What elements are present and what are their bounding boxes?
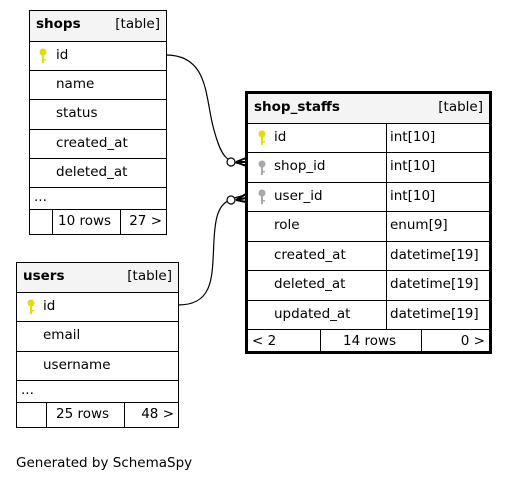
shop-id-optional-marker <box>226 157 236 167</box>
shops-column-row[interactable]: deleted_at <box>30 158 166 187</box>
users-ellipsis: ... <box>21 382 34 398</box>
users-column-username: username <box>43 357 111 373</box>
shops-more-columns[interactable]: ... <box>30 187 166 209</box>
shop-staffs-column-created-at-type: datetime[19] <box>390 247 479 263</box>
users-table[interactable]: users [table] id email username ... 25 r… <box>16 262 179 428</box>
shop-staffs-table[interactable]: shop_staffs [table] id int[10] shop_id i… <box>245 91 492 354</box>
shop-staffs-column-row[interactable]: updated_at datetime[19] <box>248 300 489 329</box>
shop-staffs-column-row[interactable]: deleted_at datetime[19] <box>248 270 489 300</box>
shops-column-status: status <box>56 105 98 121</box>
shop-staffs-column-shop-id-type: int[10] <box>390 158 436 174</box>
shops-column-row[interactable]: name <box>30 70 166 99</box>
users-table-name: users <box>23 268 65 284</box>
column-type-divider <box>386 124 387 152</box>
users-table-kind: [table] <box>127 268 172 284</box>
shops-table[interactable]: shops [table] id name status created_at … <box>29 10 167 235</box>
users-table-footer: 25 rows 48 > <box>17 402 178 427</box>
user-id-optional-marker <box>226 195 236 205</box>
shop-staffs-column-updated-at-type: datetime[19] <box>390 306 479 322</box>
column-type-divider <box>386 301 387 329</box>
shop-staffs-children-link[interactable]: 0 > <box>460 333 485 349</box>
shops-column-deleted-at: deleted_at <box>56 164 128 180</box>
shop-staffs-column-shop-id: shop_id <box>274 158 326 174</box>
users-column-email: email <box>43 327 81 343</box>
shops-column-row[interactable]: created_at <box>30 129 166 158</box>
user-id-crowfoot-marker <box>235 193 247 203</box>
shops-row-count: 10 rows <box>58 213 112 229</box>
column-type-divider <box>386 153 387 182</box>
shop-staffs-column-updated-at: updated_at <box>274 306 351 322</box>
column-type-divider <box>386 183 387 211</box>
shop-staffs-parents-link[interactable]: < 2 <box>252 333 277 349</box>
shops-table-footer: 10 rows 27 > <box>30 209 166 234</box>
shops-table-kind: [table] <box>115 16 160 32</box>
shop-staffs-column-user-id: user_id <box>274 188 323 204</box>
shops-to-shop-staffs-line <box>165 54 247 166</box>
shop-staffs-table-name: shop_staffs <box>254 99 340 115</box>
shops-table-header[interactable]: shops [table] <box>30 11 166 41</box>
users-column-id: id <box>43 298 56 314</box>
users-to-shop-staffs-line <box>177 194 247 306</box>
shop-staffs-column-row[interactable]: created_at datetime[19] <box>248 241 489 270</box>
shops-footer-divider <box>120 210 121 234</box>
foreign-key-icon <box>258 160 266 175</box>
generated-by-caption: Generated by SchemaSpy <box>16 455 193 471</box>
users-column-row[interactable]: email <box>17 321 178 351</box>
shop-staffs-row-count: 14 rows <box>343 333 397 349</box>
shop-staffs-table-header[interactable]: shop_staffs [table] <box>248 94 489 123</box>
shop-staffs-footer-divider <box>320 330 321 351</box>
shops-footer-divider <box>52 210 53 234</box>
shops-column-id: id <box>56 47 69 63</box>
primary-key-icon <box>258 130 266 145</box>
users-more-columns[interactable]: ... <box>17 380 178 402</box>
shop-staffs-column-id: id <box>274 129 287 145</box>
shops-column-created-at: created_at <box>56 135 128 151</box>
shop-staffs-column-role: role <box>274 217 300 233</box>
shops-column-row[interactable]: status <box>30 99 166 129</box>
users-footer-divider <box>46 403 47 427</box>
column-type-divider <box>386 212 387 241</box>
shop-id-crowfoot-marker <box>235 157 247 167</box>
shops-column-name: name <box>56 76 95 92</box>
users-footer-divider <box>124 403 125 427</box>
users-column-row[interactable]: username <box>17 351 178 380</box>
users-column-row[interactable]: id <box>17 292 178 321</box>
primary-key-icon <box>39 48 47 63</box>
users-table-header[interactable]: users [table] <box>17 263 178 292</box>
users-children-link[interactable]: 48 > <box>141 406 174 422</box>
users-row-count: 25 rows <box>56 406 110 422</box>
shop-staffs-column-user-id-type: int[10] <box>390 188 436 204</box>
column-type-divider <box>386 271 387 300</box>
shop-staffs-footer-divider <box>421 330 422 351</box>
shop-staffs-column-deleted-at-type: datetime[19] <box>390 276 479 292</box>
shop-staffs-table-footer: < 2 14 rows 0 > <box>248 329 489 351</box>
shop-staffs-column-row[interactable]: id int[10] <box>248 123 489 152</box>
shops-column-row[interactable]: id <box>30 41 166 70</box>
shop-staffs-table-kind: [table] <box>438 99 483 115</box>
shop-staffs-column-id-type: int[10] <box>390 129 436 145</box>
foreign-key-icon <box>258 189 266 204</box>
primary-key-icon <box>27 299 35 314</box>
shops-children-link[interactable]: 27 > <box>129 213 162 229</box>
shop-staffs-column-row[interactable]: role enum[9] <box>248 211 489 241</box>
shops-table-name: shops <box>36 16 81 32</box>
shop-staffs-column-created-at: created_at <box>274 247 346 263</box>
shop-staffs-column-deleted-at: deleted_at <box>274 276 346 292</box>
shop-staffs-column-row[interactable]: user_id int[10] <box>248 182 489 211</box>
shops-ellipsis: ... <box>34 189 47 205</box>
shop-staffs-column-row[interactable]: shop_id int[10] <box>248 152 489 182</box>
shop-staffs-column-role-type: enum[9] <box>390 217 448 233</box>
column-type-divider <box>386 242 387 270</box>
